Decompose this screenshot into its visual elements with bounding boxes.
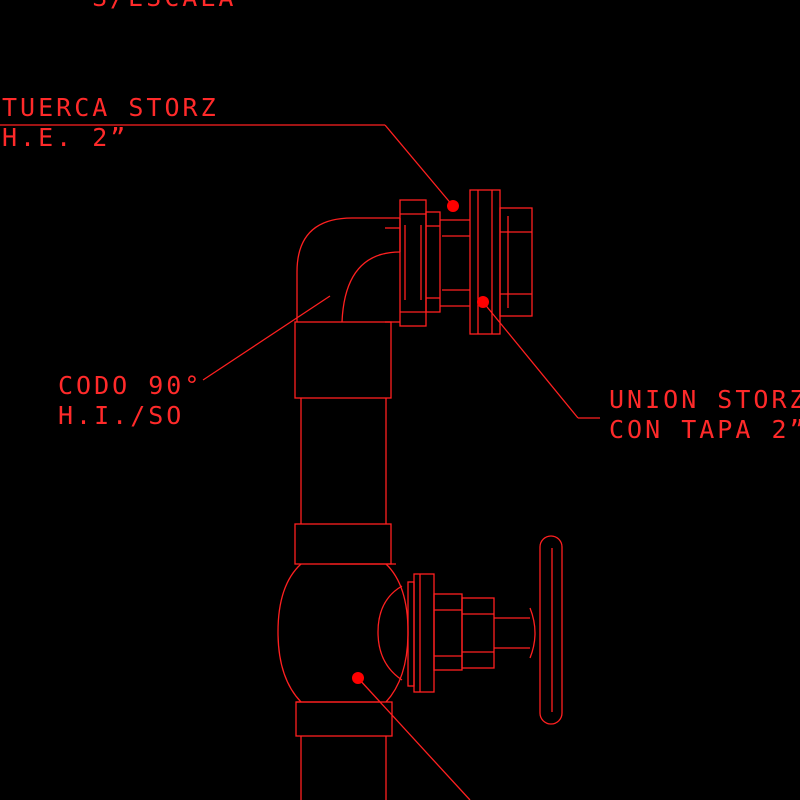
- elbow-90: [296, 217, 401, 323]
- codo-label-line1: CODO 90°: [58, 371, 202, 400]
- union-label-line1: UNION STORZ: [609, 385, 800, 414]
- valve-bonnet: [407, 573, 536, 693]
- tuerca-label-line1: TUERCA STORZ: [2, 93, 219, 122]
- handwheel: [539, 535, 563, 725]
- union-leader: [482, 301, 600, 419]
- union-label-line2: CON TAPA 2”: [609, 415, 800, 444]
- storz-nut: [399, 199, 470, 327]
- union-marker: [477, 296, 489, 308]
- tuerca-label-line2: H.E. 2”: [2, 123, 128, 152]
- codo-label-line2: H.I./SO: [58, 401, 184, 430]
- valve-leader: [357, 677, 471, 800]
- codo-leader: [202, 295, 331, 381]
- storz-union-cap: [469, 189, 533, 335]
- tuerca-marker: [447, 200, 459, 212]
- valve-marker: [352, 672, 364, 684]
- gate-valve: [277, 563, 409, 800]
- scale-label: S/ESCALA: [92, 0, 236, 12]
- tuerca-leader: [0, 124, 454, 207]
- vertical-pipe: [294, 321, 396, 565]
